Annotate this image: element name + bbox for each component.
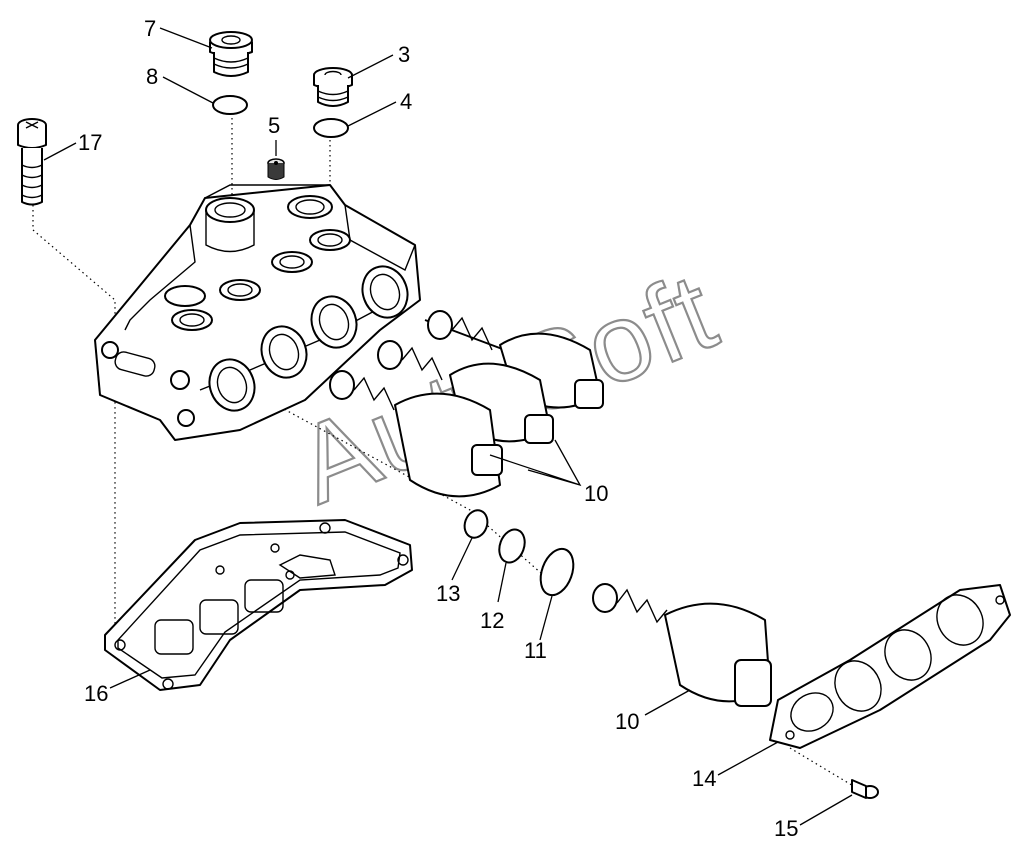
callout-17: 17 xyxy=(78,130,102,155)
callout-10-lower: 10 xyxy=(615,709,639,734)
callout-16: 16 xyxy=(84,681,108,706)
plug-part-7 xyxy=(209,31,253,77)
callout-12: 12 xyxy=(480,608,504,633)
valve-body xyxy=(94,184,421,441)
o-ring-part-11 xyxy=(539,547,575,597)
callout-14: 14 xyxy=(692,766,716,791)
set-screw-part-5 xyxy=(267,158,285,180)
gasket-part-14 xyxy=(769,584,1011,749)
callout-15: 15 xyxy=(774,816,798,841)
callout-5: 5 xyxy=(268,113,280,138)
solenoid-valve xyxy=(329,370,503,498)
leader-lines xyxy=(43,27,853,826)
solenoid-valve-lower xyxy=(592,583,772,707)
callouts: 7 3 8 4 5 17 10 13 12 11 16 10 14 15 xyxy=(78,16,798,841)
gasket-part-16 xyxy=(104,519,413,691)
o-ring-part-8 xyxy=(212,95,248,115)
callout-7: 7 xyxy=(144,16,156,41)
bolt-part-17 xyxy=(17,118,47,206)
plug-part-3 xyxy=(313,67,353,107)
callout-3: 3 xyxy=(398,42,410,67)
o-ring-part-4 xyxy=(313,118,349,138)
callout-4: 4 xyxy=(400,89,412,114)
screw-part-15 xyxy=(851,779,879,799)
o-ring-part-13 xyxy=(463,509,489,539)
solenoid-valve-group xyxy=(329,310,604,498)
callout-11: 11 xyxy=(524,638,547,663)
callout-8: 8 xyxy=(146,64,158,89)
callout-10-upper: 10 xyxy=(584,481,608,506)
callout-13: 13 xyxy=(436,581,460,606)
o-ring-part-12 xyxy=(498,528,526,564)
